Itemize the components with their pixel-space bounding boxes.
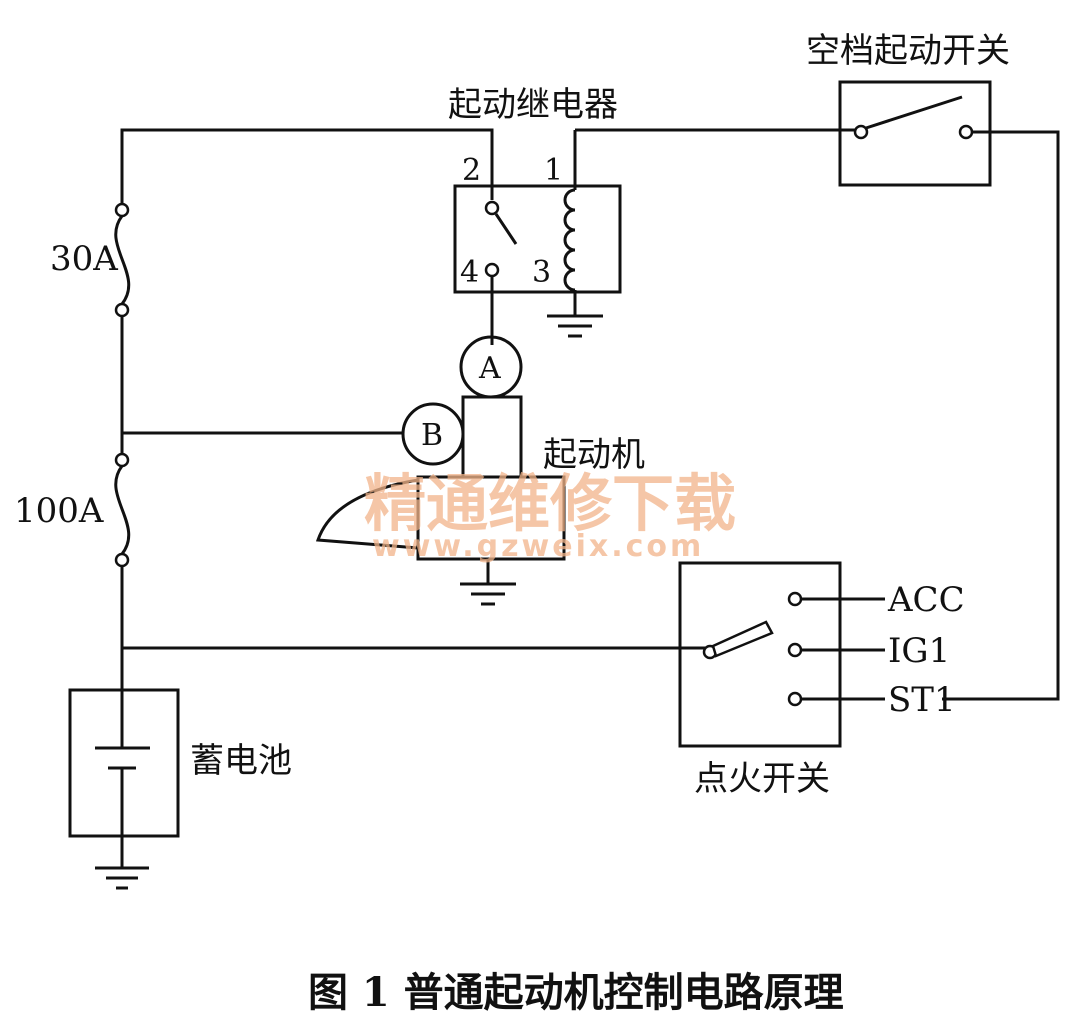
- relay-box: [453, 184, 622, 294]
- main-bus-wiring: [120, 128, 706, 748]
- fuse-100a-label: 100A: [14, 491, 104, 531]
- ignition-switch-label: 点火开关: [694, 759, 830, 799]
- watermark-title: 精通维修下载: [364, 467, 736, 540]
- terminal-a-label: A: [478, 351, 501, 386]
- figure-caption: 图 1 普通起动机控制电路原理: [308, 969, 844, 1016]
- fuse-30a-label: 30A: [50, 239, 118, 279]
- relay-label: 起动继电器: [448, 85, 618, 125]
- ig1-label: IG1: [888, 631, 950, 671]
- battery-label: 蓄电池: [190, 741, 292, 781]
- relay-pin-4: 4: [460, 255, 479, 290]
- relay-ground-icon: [547, 314, 603, 338]
- ignition-switch-lever: [702, 620, 774, 660]
- starter-motor-icon: [315, 395, 566, 606]
- fuse-100a: [114, 452, 131, 568]
- battery-box: [68, 688, 180, 838]
- battery-ground-icon: [95, 866, 149, 890]
- relay-pin-2: 2: [462, 153, 481, 188]
- st1-label: ST1: [888, 680, 956, 720]
- battery-icon: [95, 746, 150, 868]
- neutral-to-st1-wire: [942, 130, 1060, 701]
- relay-pin-1: 1: [544, 153, 563, 188]
- ignition-switch-box: [678, 561, 842, 748]
- relay-coil: [563, 130, 577, 316]
- acc-label: ACC: [887, 580, 965, 620]
- relay-contact: [484, 200, 518, 345]
- watermark-url: www.gzweix.com: [372, 529, 704, 564]
- starter-label: 起动机: [543, 435, 645, 475]
- fuse-30a: [114, 202, 131, 318]
- neutral-switch-contact: [853, 95, 974, 140]
- ignition-terminals: [787, 591, 885, 707]
- neutral-switch-label: 空档起动开关: [806, 31, 1010, 71]
- relay-pin-3: 3: [532, 255, 551, 290]
- terminal-b-label: B: [421, 418, 443, 453]
